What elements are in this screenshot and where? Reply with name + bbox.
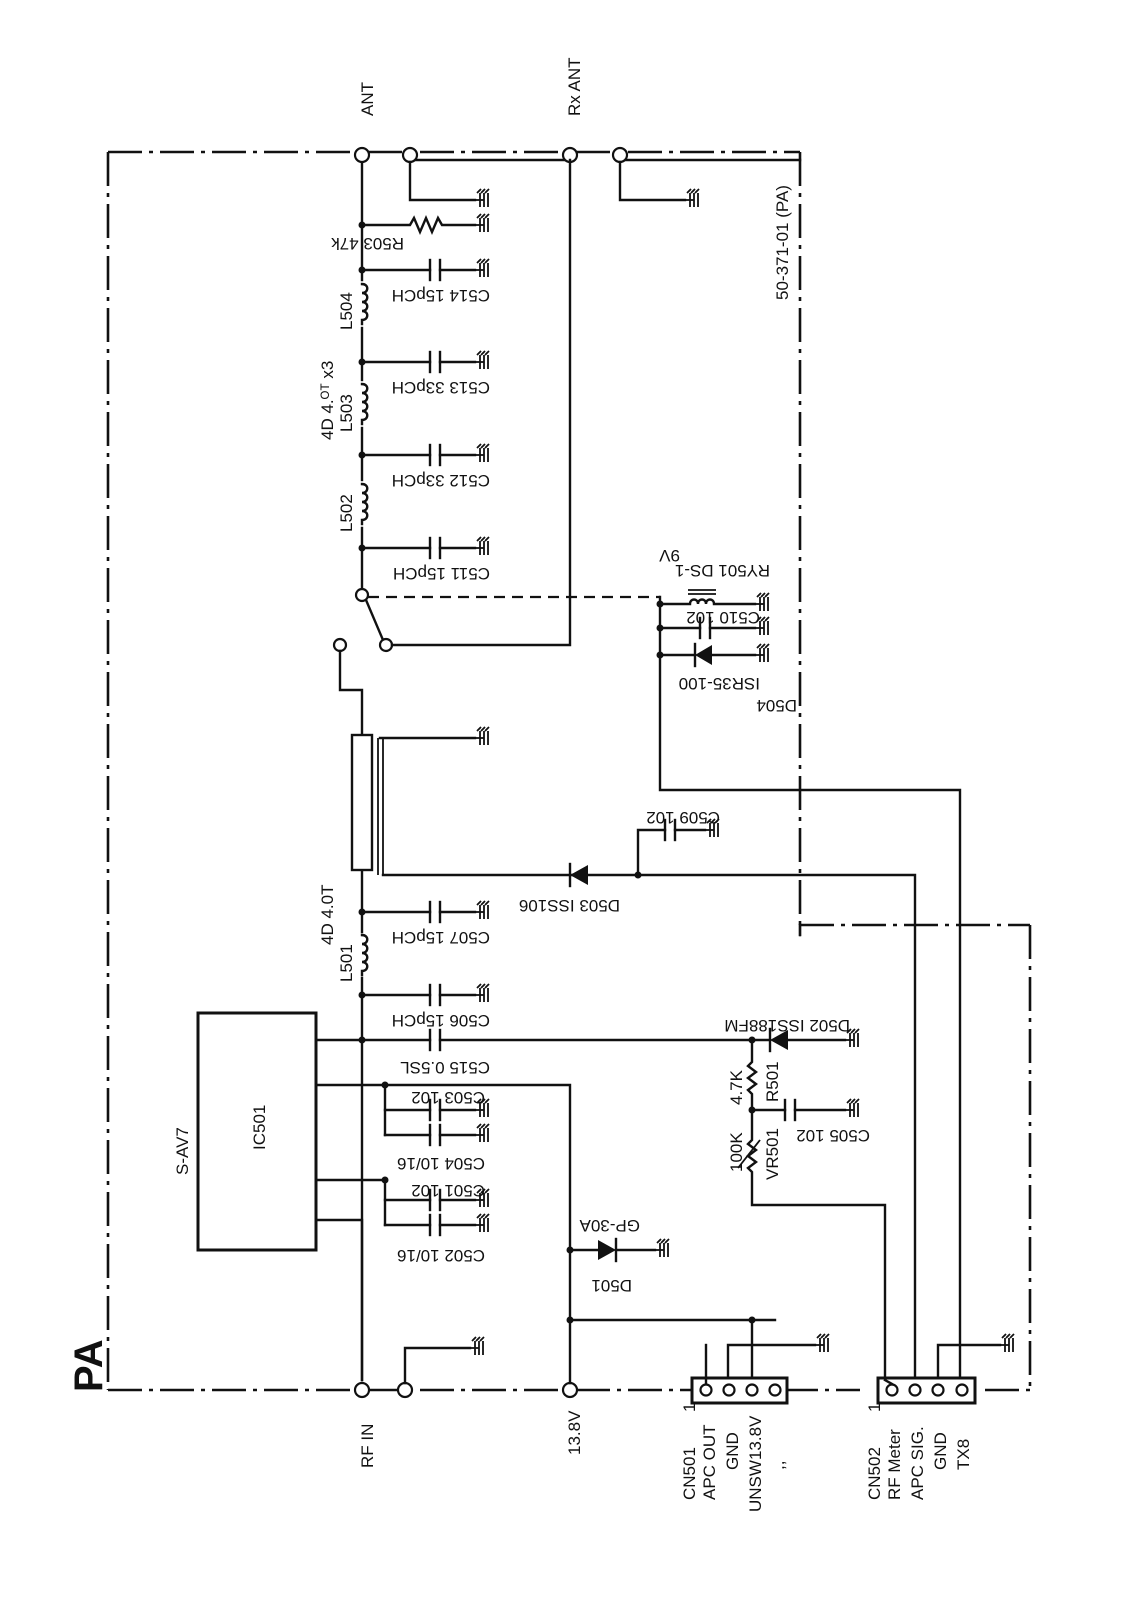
- cn502-wiring: [798, 923, 1015, 1405]
- d503-label: D503 ISS106: [519, 896, 620, 915]
- ic501-label: IC501: [250, 1105, 269, 1150]
- capacitor-c512: [358, 443, 490, 467]
- diode-d504: [658, 642, 770, 668]
- c513-label: C513 33pCH: [392, 378, 490, 397]
- rf-in-label: RF IN: [358, 1424, 377, 1468]
- cn501-ref: CN501: [680, 1447, 699, 1500]
- c515-label: C515 0.5SL: [400, 1058, 490, 1077]
- c504-label: C504 10/16: [397, 1154, 485, 1173]
- coupler-transformer: [350, 726, 917, 1382]
- ant-terminal: [353, 146, 371, 164]
- cn501-pin-gnd: GND: [723, 1432, 742, 1470]
- c511-label: C511 15pCH: [393, 564, 490, 583]
- r501-value: 4.7K: [727, 1069, 746, 1105]
- vr501-label: VR501: [763, 1128, 782, 1180]
- d502-label: D502 ISS188FM: [724, 1016, 850, 1035]
- ic-pin-wires: [314, 1036, 572, 1385]
- cn501-labels: CN501 1 APC OUT GND UNSW13.8V ,,: [680, 1403, 788, 1512]
- c505-label: C505 102: [796, 1126, 870, 1145]
- cn502-labels: CN502 1 RF Meter APC SIG. GND TX8: [865, 1403, 973, 1500]
- ant-ground-terminal: [401, 146, 419, 164]
- cn501-pin-unsw: UNSW13.8V: [746, 1415, 765, 1512]
- cn502-pin-apc-sig: APC SIG.: [908, 1426, 927, 1500]
- d501-part: GP-30A: [579, 1216, 640, 1235]
- capacitor-c503-c504: [381, 1081, 490, 1147]
- c509-label: C509 102: [646, 808, 720, 827]
- ry501-label: RY501 DS-1: [675, 561, 770, 580]
- rf-in-terminal: [353, 1381, 371, 1399]
- capacitor-c515: [360, 1028, 772, 1052]
- capacitor-c501-c502: [381, 1176, 490, 1237]
- resistor-r503: [358, 213, 490, 236]
- rf-in-ground-terminal: [396, 1381, 414, 1399]
- c503-label: C503 102: [411, 1088, 485, 1107]
- diode-d502: [737, 1027, 887, 1382]
- inductor-l504: [360, 282, 369, 326]
- coil-note: 4D 4.ᴼᵀ x3: [318, 361, 337, 440]
- inductor-l503: [360, 382, 369, 426]
- capacitor-c511: [358, 536, 490, 560]
- supply-label: 13.8V: [565, 1410, 584, 1455]
- cn501-wiring: [566, 1316, 830, 1405]
- capacitor-c510: [658, 616, 770, 640]
- antenna-grounds: [403, 160, 700, 1385]
- c507-label: C507 15pCH: [392, 928, 490, 947]
- diode-d503: [568, 818, 720, 888]
- cn501-pin1: 1: [680, 1403, 699, 1412]
- capacitor-c513: [358, 350, 490, 374]
- cn502-pin-rf-meter: RF Meter: [885, 1429, 904, 1500]
- l501-note: 4D 4.0T: [318, 885, 337, 945]
- rx-ant-label: Rx ANT: [565, 57, 584, 116]
- vr501-value: 100K: [727, 1132, 746, 1172]
- l502-label: L502: [337, 494, 356, 532]
- ic501: [196, 1011, 318, 1252]
- rx-ant-ground-terminal: [611, 146, 629, 164]
- c514-label: C514 15pCH: [392, 286, 490, 305]
- ic501-part: S-AV7: [173, 1127, 192, 1175]
- capacitor-c507: [358, 900, 490, 924]
- supply-terminal: [561, 1381, 579, 1399]
- capacitor-c514: [358, 258, 490, 282]
- d504-part: ISR35-100: [679, 674, 760, 693]
- cn502-pin-tx8: TX8: [954, 1439, 973, 1470]
- r503-label: R503 47k: [331, 234, 404, 253]
- l503-label: L503: [337, 394, 356, 432]
- diode-d501: [566, 1237, 670, 1263]
- relay-coil-ry501: [656, 589, 962, 1382]
- relay-switch: [332, 158, 660, 737]
- d504-label: D504: [756, 696, 797, 715]
- ry501-voltage: 9V: [659, 546, 680, 565]
- cn502-ref: CN502: [865, 1447, 884, 1500]
- inductor-l502: [360, 482, 369, 526]
- l501-label: L501: [337, 944, 356, 982]
- c510-label: C510 102: [686, 608, 760, 627]
- inductor-l501: [360, 933, 369, 977]
- cn502-pin1: 1: [865, 1403, 884, 1412]
- board-id: 50-371-01 (PA): [773, 185, 792, 300]
- cn501-pin-4: ,,: [769, 1461, 788, 1470]
- c506-label: C506 15pCH: [392, 1011, 490, 1030]
- cn501-pin-apc-out: APC OUT: [700, 1424, 719, 1500]
- d501-label: D501: [591, 1276, 632, 1295]
- cn502-pin-gnd: GND: [931, 1432, 950, 1470]
- l504-label: L504: [337, 292, 356, 330]
- diagram-title: PA: [67, 1339, 111, 1392]
- c501-label: C501 102: [411, 1181, 485, 1200]
- ant-label: ANT: [358, 82, 377, 116]
- r501-label: R501: [763, 1061, 782, 1102]
- c502-label: C502 10/16: [397, 1246, 485, 1265]
- c512-label: C512 33pCH: [392, 471, 490, 490]
- capacitor-c506: [358, 983, 490, 1007]
